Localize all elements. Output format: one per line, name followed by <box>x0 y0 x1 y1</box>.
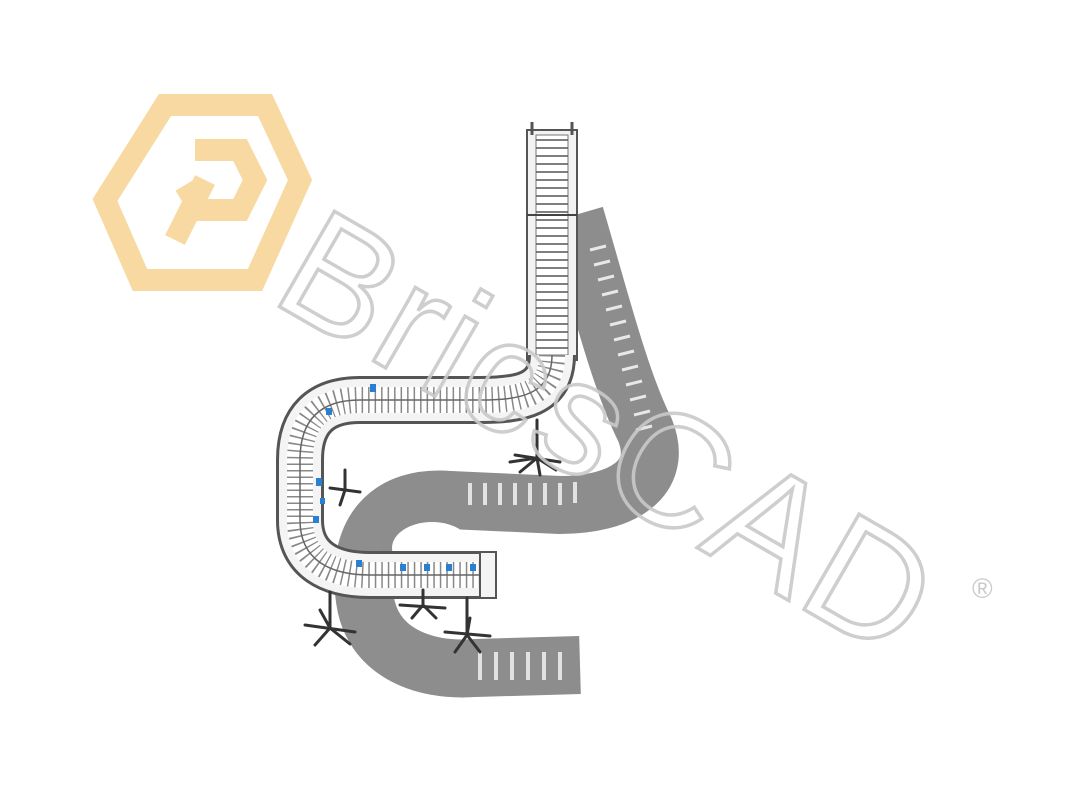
conveyor-end-cap <box>479 551 497 599</box>
support-legs <box>303 418 562 654</box>
conveyor-curved-section <box>276 353 576 599</box>
bricscad-logo <box>92 94 313 291</box>
conveyor-vertical-section <box>526 122 578 361</box>
conveyor-assembly <box>276 122 578 654</box>
registered-mark: ® <box>972 573 993 604</box>
blue-component-markers <box>313 384 476 571</box>
